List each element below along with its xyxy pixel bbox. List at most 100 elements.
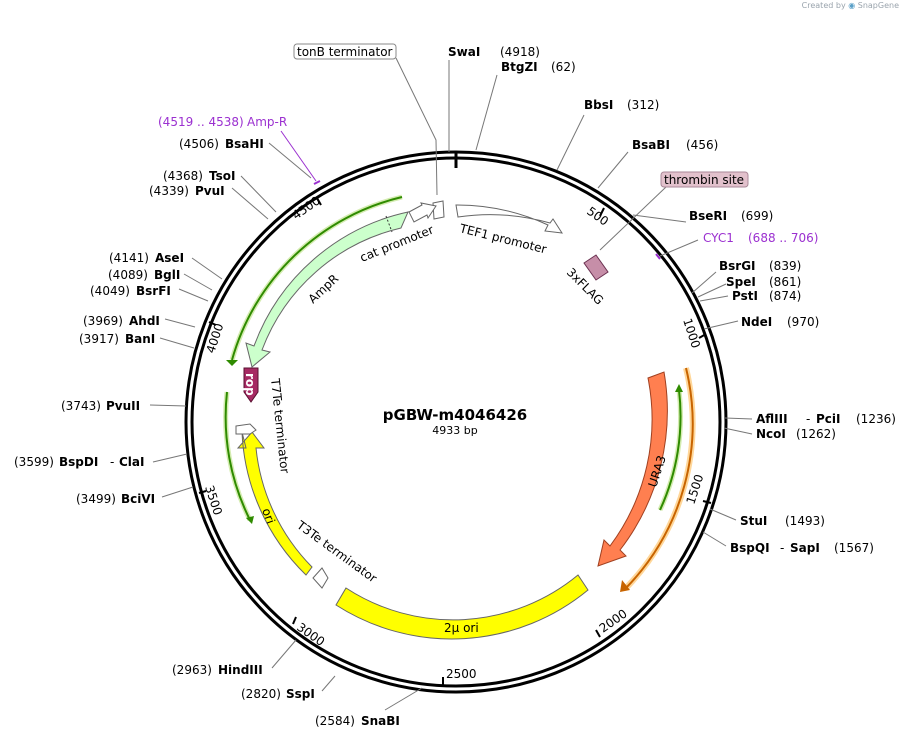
site-snabi-name: SnaBI	[361, 714, 400, 728]
flag-arrow	[583, 254, 609, 281]
left-green-arc	[224, 391, 251, 521]
site-asei-pos: (4141)	[109, 251, 149, 265]
site-bani-name: BanI	[125, 332, 155, 346]
ori-label: ori	[259, 506, 277, 525]
site-spei-name: SpeI	[726, 275, 756, 289]
t7te-label: T7Te terminator	[268, 377, 292, 474]
site-bspqi-sep: -	[780, 541, 784, 555]
ampr-primer-mark	[313, 180, 321, 185]
ampr-primer-range: (4519 .. 4538)	[158, 115, 244, 129]
rop-arrow	[243, 367, 259, 403]
site-pcii-name: PciI	[816, 412, 841, 426]
tick-label: 3000	[294, 620, 327, 649]
site-btgzi-pos: (62)	[551, 60, 576, 74]
tick-label: 500	[584, 204, 611, 229]
site-afliii-sep: -	[806, 412, 810, 426]
plasmid-size: 4933 bp	[432, 424, 477, 437]
site-bbsi-pos: (312)	[627, 98, 659, 112]
site-hindiii-pos: (2963)	[172, 663, 212, 677]
site-bani-pos: (3917)	[79, 332, 119, 346]
site-tsoi-name: TsoI	[209, 169, 235, 183]
site-pvuii-name: PvuII	[106, 399, 140, 413]
site-stui-name: StuI	[740, 514, 767, 528]
ampr-primer-leader	[280, 130, 317, 182]
snapgene-logo-icon: ◉	[848, 1, 856, 10]
site-bsabi-name: BsaBI	[632, 138, 670, 152]
tonb-label: tonB terminator	[297, 45, 393, 59]
site-hindiii-name: HindIII	[218, 663, 263, 677]
cyc1-primer-range: (688 .. 706)	[748, 231, 818, 245]
site-clai-name: ClaI	[119, 455, 144, 469]
site-ncoi-pos: (1262)	[796, 427, 836, 441]
inner-green-arrowhead	[675, 384, 683, 392]
site-bsabi-pos: (456)	[686, 138, 718, 152]
cat-promoter-arrow-head	[408, 202, 437, 223]
site-bgli-name: BglI	[154, 268, 180, 282]
site-pvui-name: PvuI	[195, 184, 225, 198]
site-bseri-name: BseRI	[689, 209, 727, 223]
t7te-terminator-arrow	[235, 423, 257, 435]
site-pvui-pos: (4339)	[149, 184, 189, 198]
cat-ampr-junction	[385, 215, 393, 233]
two-micron-ori-arrow	[335, 574, 589, 640]
site-asei-name: AseI	[155, 251, 184, 265]
tick-label: 3500	[202, 484, 225, 517]
site-ndei-pos: (970)	[787, 315, 819, 329]
cat-promoter-arrow	[432, 200, 445, 220]
site-bspdi-name: BspDI	[59, 455, 98, 469]
site-tsoi-pos: (4368)	[163, 169, 203, 183]
site-afliii-pos: (1236)	[856, 412, 896, 426]
site-spei-pos: (861)	[769, 275, 801, 289]
ampr-arrow	[245, 211, 409, 368]
site-bcivi-pos: (3499)	[76, 492, 116, 506]
tonb-box	[293, 43, 397, 60]
site-bgli-pos: (4089)	[108, 268, 148, 282]
site-sapi-name: SapI	[790, 541, 820, 555]
site-bsahi-name: BsaHI	[225, 137, 264, 151]
site-btgzi-name: BtgZI	[501, 60, 538, 74]
plasmid-name: pGBW-m4046426	[383, 406, 527, 424]
site-swai-name: SwaI	[448, 45, 480, 59]
site-bsrgi-name: BsrGI	[719, 259, 756, 273]
site-bsrfi-name: BsrFI	[136, 284, 171, 298]
tef1-promoter-arrow	[455, 204, 563, 234]
backbone	[184, 150, 728, 694]
site-bcivi-name: BciVI	[121, 492, 155, 506]
site-bspdi-sep: -	[110, 455, 114, 469]
ura3-outer-arrowhead	[620, 580, 630, 592]
tef1-label: TEF1 promoter	[457, 221, 548, 256]
site-bsrgi-pos: (839)	[769, 259, 801, 273]
ampr-outer-arc	[231, 196, 403, 361]
thrombin-label: thrombin site	[664, 173, 744, 187]
tick-label: 2500	[446, 667, 477, 681]
site-ncoi-name: NcoI	[756, 427, 786, 441]
site-stui-pos: (1493)	[785, 514, 825, 528]
tick-label: 4000	[204, 322, 227, 355]
ampr-primer-name: Amp-R	[247, 115, 287, 129]
site-sspi-name: SspI	[286, 687, 315, 701]
site-swai-pos: (4918)	[500, 45, 540, 59]
snapgene-credit: Created by ◉ SnapGene	[801, 1, 899, 10]
site-ahdi-name: AhdI	[129, 314, 160, 328]
site-psti-name: PstI	[732, 289, 758, 303]
site-bspqi-name: BspQI	[730, 541, 770, 555]
site-ahdi-pos: (3969)	[83, 314, 123, 328]
thrombin-box	[660, 171, 749, 188]
ampr-outer-arrowhead	[226, 360, 238, 366]
site-sspi-pos: (2820)	[241, 687, 281, 701]
ura3-arrow	[597, 371, 668, 567]
site-bsrfi-pos: (4049)	[90, 284, 130, 298]
site-bspqi-pos: (1567)	[834, 541, 874, 555]
ori-arrow	[236, 431, 313, 576]
site-bsahi-pos: (4506)	[179, 137, 219, 151]
site-psti-pos: (874)	[769, 289, 801, 303]
left-green-arrowhead	[246, 516, 254, 524]
inner-green-arc	[659, 389, 682, 511]
site-bseri-pos: (699)	[741, 209, 773, 223]
site-bbsi-name: BbsI	[584, 98, 613, 112]
ura3-outer-arc	[625, 367, 694, 589]
t3te-terminator-arrow	[312, 567, 329, 589]
site-ndei-name: NdeI	[741, 315, 772, 329]
site-bspdi-pos: (3599)	[14, 455, 54, 469]
